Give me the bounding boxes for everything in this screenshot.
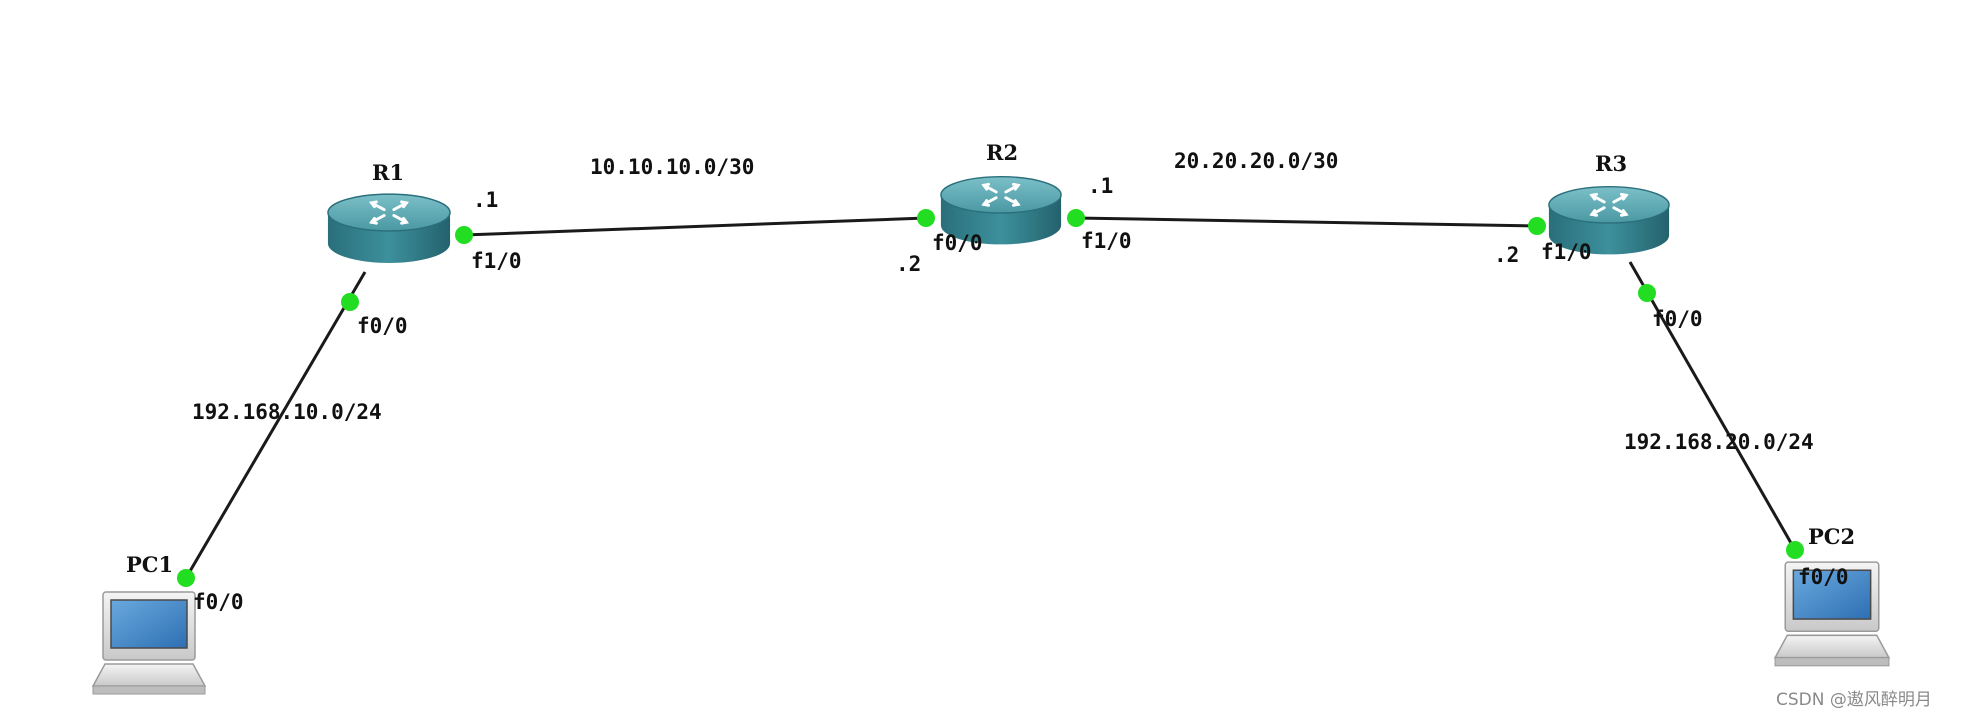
port-status-dot <box>455 226 473 244</box>
interface-label-pc2-f0-0: f0/0 <box>1798 565 1849 589</box>
port-status-dot <box>1638 284 1656 302</box>
watermark-text: CSDN @遨风醉明月 <box>1776 690 1932 710</box>
network-label-r1-r2: 10.10.10.0/30 <box>590 155 754 179</box>
router-r2-label: R2 <box>986 140 1018 165</box>
interface-label-r2-f1-0: f1/0 <box>1081 229 1132 253</box>
interface-label-r1-f1-0: f1/0 <box>471 249 522 273</box>
host-label-r3-f1-0: .2 <box>1494 243 1519 267</box>
port-status-dot <box>1786 541 1804 559</box>
network-label-r3-pc2: 192.168.20.0/24 <box>1624 430 1814 454</box>
interface-label-r1-f0-0: f0/0 <box>357 314 408 338</box>
router-r3-label: R3 <box>1595 151 1627 176</box>
interface-label-r3-f1-0: f1/0 <box>1541 240 1592 264</box>
port-status-dot <box>341 293 359 311</box>
port-status-dot <box>177 569 195 587</box>
router-r1-label: R1 <box>372 160 404 185</box>
port-status-dot <box>1528 217 1546 235</box>
port-status-dot <box>917 209 935 227</box>
link-r1-r2 <box>463 216 927 237</box>
network-label-r1-pc1: 192.168.10.0/24 <box>192 400 382 424</box>
interface-label-pc1-f0-0: f0/0 <box>193 590 244 614</box>
pc1-icon[interactable] <box>92 591 206 695</box>
interface-label-r2-f0-0: f0/0 <box>932 231 983 255</box>
network-label-r2-r3: 20.20.20.0/30 <box>1174 149 1338 173</box>
link-r1-pc1 <box>184 271 367 579</box>
pc1-label: PC1 <box>126 552 173 577</box>
host-label-r2-f0-0: .2 <box>896 252 921 276</box>
pc2-label: PC2 <box>1808 524 1855 549</box>
link-r3-pc2 <box>1628 261 1797 551</box>
host-label-r1-f1-0: .1 <box>473 188 498 212</box>
port-status-dot <box>1067 209 1085 227</box>
host-label-r2-f1-0: .1 <box>1088 174 1113 198</box>
router-r1-icon[interactable] <box>326 192 452 265</box>
link-r2-r3 <box>1075 216 1538 228</box>
interface-label-r3-f0-0: f0/0 <box>1652 307 1703 331</box>
